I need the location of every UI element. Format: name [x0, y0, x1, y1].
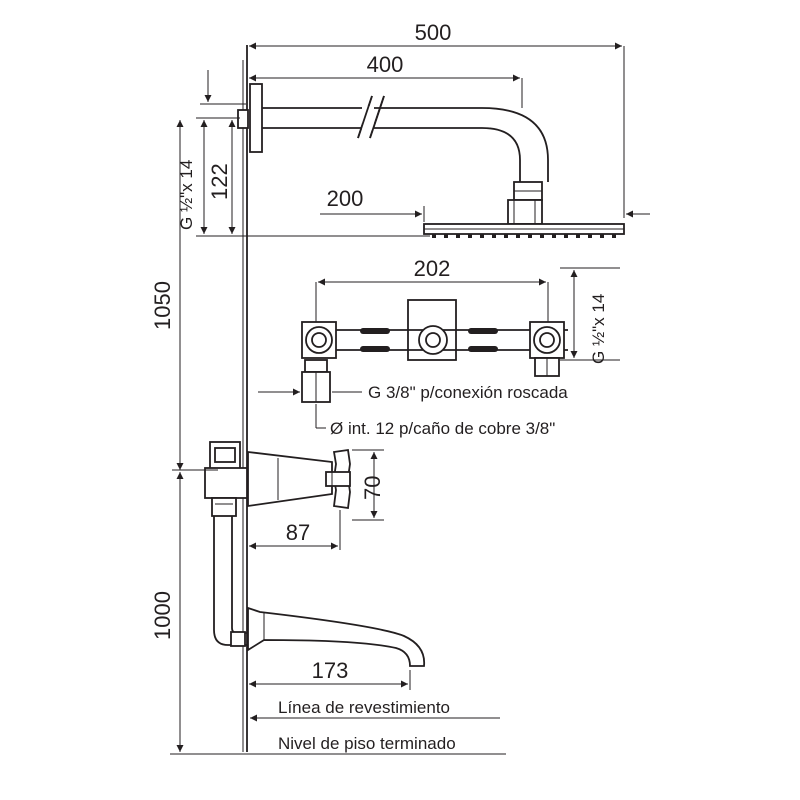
nozzle — [552, 234, 556, 238]
nozzle — [480, 234, 484, 238]
wall-line-label: Línea de revestimiento — [278, 698, 450, 717]
shower-head-nozzles — [432, 234, 616, 238]
nozzle — [600, 234, 604, 238]
nozzle — [456, 234, 460, 238]
note-thread-connection: G 3/8" p/conexión roscada — [368, 383, 568, 402]
wall-flange — [249, 83, 263, 153]
dim-173-label: 173 — [312, 658, 349, 683]
supply-pipe — [213, 516, 247, 647]
nozzle — [528, 234, 532, 238]
nozzle — [576, 234, 580, 238]
dim-thread-right-label: G ½"x 14 — [589, 294, 608, 364]
arm-pipe — [262, 107, 549, 182]
dim-202-label: 202 — [414, 256, 451, 281]
nozzle — [564, 234, 568, 238]
dim-1000-label: 1000 — [150, 591, 175, 640]
bath-spout — [247, 606, 426, 667]
nozzle — [588, 234, 592, 238]
nozzle — [444, 234, 448, 238]
dim-87-label: 87 — [286, 520, 310, 545]
nozzle — [540, 234, 544, 238]
mixer-valve — [204, 441, 351, 517]
dim-200-label: 200 — [327, 186, 364, 211]
dim-122-label: 122 — [207, 163, 232, 200]
break-gap — [362, 106, 374, 130]
nozzle — [468, 234, 472, 238]
nozzle — [504, 234, 508, 238]
valve-body — [301, 299, 568, 403]
shower-head — [423, 223, 625, 238]
floor-line-label: Nivel de piso terminado — [278, 734, 456, 753]
dim-70-label: 70 — [360, 476, 385, 500]
nozzle — [492, 234, 496, 238]
dim-500-label: 500 — [415, 20, 452, 45]
dim-1050-label: 1050 — [150, 281, 175, 330]
dim-400-label: 400 — [367, 52, 404, 77]
nozzle — [516, 234, 520, 238]
shower-arm — [237, 83, 549, 225]
nozzle — [612, 234, 616, 238]
note-copper-pipe: Ø int. 12 p/caño de cobre 3/8" — [330, 419, 555, 438]
nozzle — [432, 234, 436, 238]
arm-stub — [237, 109, 249, 129]
head-connector — [507, 199, 543, 225]
